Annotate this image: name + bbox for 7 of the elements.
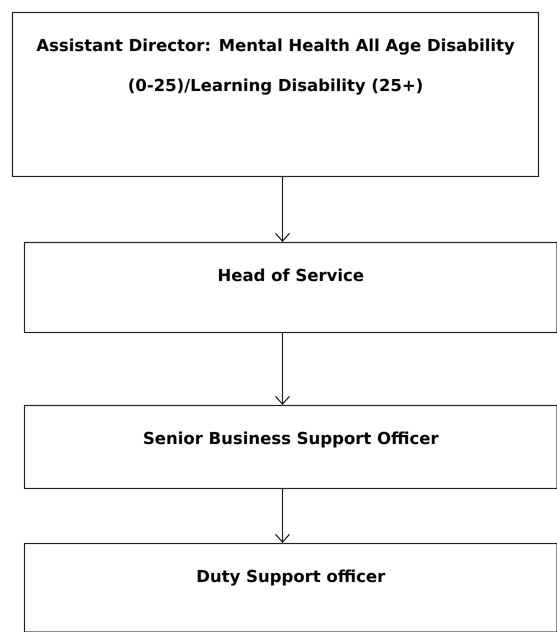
org-box: Senior Business Support Officer	[24, 405, 557, 489]
org-box: Head of Service	[24, 242, 557, 333]
org-box: Duty Support officer	[24, 543, 557, 632]
arrow	[275, 332, 290, 405]
arrow	[275, 488, 290, 543]
arrow	[275, 176, 290, 242]
org-box: Assistant Director: Mental Health All Age Disability (0-25)/Learning Disability (25+)	[12, 12, 539, 177]
